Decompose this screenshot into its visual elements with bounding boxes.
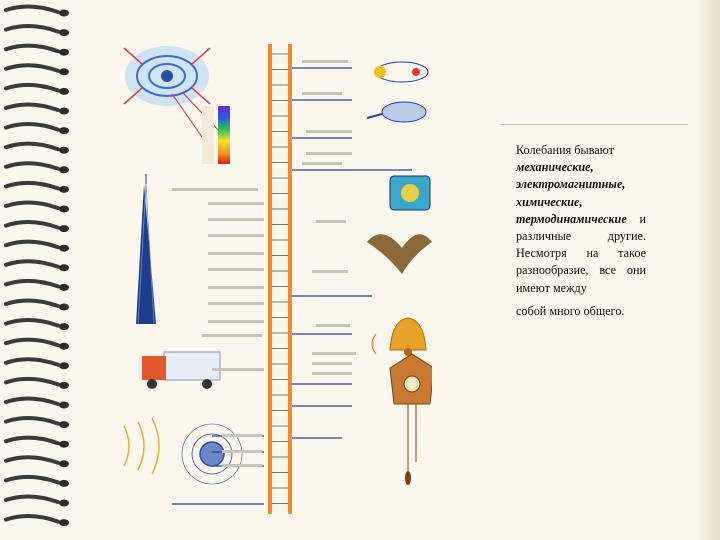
spiral-hole bbox=[59, 362, 69, 370]
spiral-hole bbox=[59, 519, 69, 527]
bell-icon bbox=[371, 317, 445, 356]
spiral-ring bbox=[4, 220, 60, 230]
spiral-hole bbox=[59, 205, 69, 213]
sound-waves-icon bbox=[123, 417, 243, 485]
magnet-field-icon bbox=[123, 46, 223, 145]
spiral-hole bbox=[59, 401, 69, 409]
spiral-hole bbox=[59, 107, 69, 115]
spiral-hole bbox=[59, 421, 69, 429]
cuckoo-clock-icon bbox=[389, 353, 435, 485]
spiral-hole bbox=[59, 146, 69, 154]
gyroscope-icon bbox=[374, 61, 429, 83]
spiral-hole bbox=[59, 127, 69, 135]
spiral-binding bbox=[4, 4, 69, 527]
intro-text: Колебания бывают bbox=[516, 143, 614, 157]
closing-text: собой много общего. bbox=[516, 303, 625, 318]
spiral-ring bbox=[4, 376, 60, 387]
spiral-ring bbox=[4, 396, 60, 406]
spiral-hole bbox=[59, 9, 69, 17]
spiral-ring bbox=[4, 161, 60, 171]
spiral-ring bbox=[4, 298, 60, 308]
spiral-hole bbox=[59, 29, 69, 37]
tv-screen-icon bbox=[389, 175, 431, 211]
type-chemical: химические, bbox=[516, 194, 583, 209]
spiral-ring bbox=[4, 239, 60, 250]
spiral-ring bbox=[4, 474, 60, 485]
truck-icon bbox=[142, 351, 221, 389]
spiral-ring bbox=[4, 259, 60, 269]
spiral-ring bbox=[4, 435, 60, 446]
spiral-ring bbox=[4, 24, 60, 34]
type-electromagnetic: электромагнитные, bbox=[516, 177, 626, 192]
spiral-ring bbox=[4, 141, 60, 152]
type-mechanical: механические, bbox=[516, 160, 594, 175]
flask-icon bbox=[366, 101, 427, 123]
spiral-ring bbox=[4, 357, 60, 367]
spiral-hole bbox=[59, 48, 69, 56]
spiral-hole bbox=[59, 342, 69, 350]
spiral-ring bbox=[4, 416, 60, 426]
spiral-ring bbox=[4, 180, 60, 191]
spiral-hole bbox=[59, 244, 69, 252]
spiral-ring bbox=[4, 455, 60, 465]
spiral-ring bbox=[4, 337, 60, 348]
spiral-ring bbox=[4, 200, 60, 210]
type-thermodynamic: термодинамические bbox=[516, 211, 627, 226]
middle-text: и различные другие. Несмотря на такое ра… bbox=[516, 211, 646, 295]
tv-tower-icon bbox=[136, 174, 156, 325]
spiral-hole bbox=[59, 264, 69, 272]
spiral-hole bbox=[59, 303, 69, 311]
spiral-hole bbox=[59, 225, 69, 233]
spiral-hole bbox=[59, 381, 69, 389]
spiral-hole bbox=[59, 185, 69, 193]
divider-line bbox=[500, 124, 688, 125]
bat-icon bbox=[367, 234, 432, 274]
spiral-ring bbox=[4, 63, 60, 73]
description-text: Колебания бывают механические, электрома… bbox=[516, 142, 646, 320]
spiral-ring bbox=[4, 278, 60, 289]
spectrum-diagram bbox=[112, 34, 445, 516]
spiral-hole bbox=[59, 68, 69, 76]
spiral-ring bbox=[4, 514, 60, 524]
spiral-hole bbox=[59, 323, 69, 331]
spiral-hole bbox=[59, 87, 69, 95]
spiral-hole bbox=[59, 440, 69, 448]
spiral-hole bbox=[59, 479, 69, 487]
spiral-ring bbox=[4, 122, 60, 132]
spiral-ring bbox=[4, 82, 60, 93]
spiral-ring bbox=[4, 494, 60, 504]
spiral-ring bbox=[4, 4, 60, 14]
spiral-hole bbox=[59, 283, 69, 291]
spiral-hole bbox=[59, 499, 69, 507]
spiral-ring bbox=[4, 102, 60, 112]
spiral-hole bbox=[59, 460, 69, 468]
spiral-ring bbox=[4, 318, 60, 328]
spiral-ring bbox=[4, 43, 60, 54]
spiral-hole bbox=[59, 166, 69, 174]
